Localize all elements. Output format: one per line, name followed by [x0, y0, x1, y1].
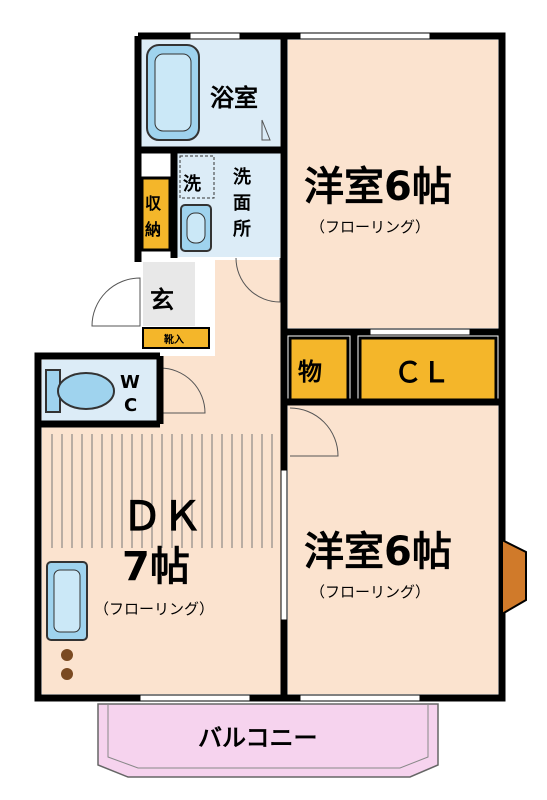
western-room-bottom-floor — [288, 404, 498, 694]
balcony-label: バルコニー — [198, 724, 318, 752]
windows — [139, 32, 471, 702]
toilet-icon — [45, 369, 115, 413]
dk-floor-label: （フローリング） — [94, 600, 214, 618]
washroom-label-3: 所 — [233, 219, 251, 240]
dk-label-2: 7帖 — [122, 544, 190, 590]
shoe-box — [142, 327, 210, 349]
washer-label: 洗 — [183, 173, 201, 195]
dk-label-1: ＤＫ — [122, 494, 202, 540]
western-bottom-floor: （フローリング） — [310, 583, 430, 601]
western-bottom-name: 洋室6帖 — [304, 529, 452, 575]
storage-cabinet — [140, 176, 172, 252]
entrance-label: 玄 — [150, 286, 174, 314]
entrance-floor — [143, 262, 195, 326]
storage-label-2: 納 — [145, 220, 161, 239]
washroom-label-2: 面 — [233, 193, 251, 214]
bath-label: 浴室 — [210, 84, 258, 112]
wc-label-2: C — [124, 395, 137, 416]
western-room-top-floor — [288, 40, 498, 328]
balcony — [97, 703, 439, 778]
stove-burner-icon — [61, 649, 73, 680]
closet — [358, 336, 498, 402]
washer-space — [179, 155, 215, 199]
western-top-name: 洋室6帖 — [304, 164, 452, 210]
shoe-box-label: 靴入 — [164, 333, 184, 346]
storeroom-label: 物 — [298, 358, 322, 386]
window-bay — [501, 538, 527, 616]
western-top-floor: （フローリング） — [310, 218, 430, 236]
door-swing-icon — [91, 119, 339, 457]
closet-label: ＣＬ — [394, 356, 450, 389]
washroom-label-1: 洗 — [233, 166, 251, 188]
wc-label-1: W — [120, 372, 140, 393]
storeroom — [288, 336, 350, 402]
storage-label-1: 収 — [145, 194, 162, 213]
